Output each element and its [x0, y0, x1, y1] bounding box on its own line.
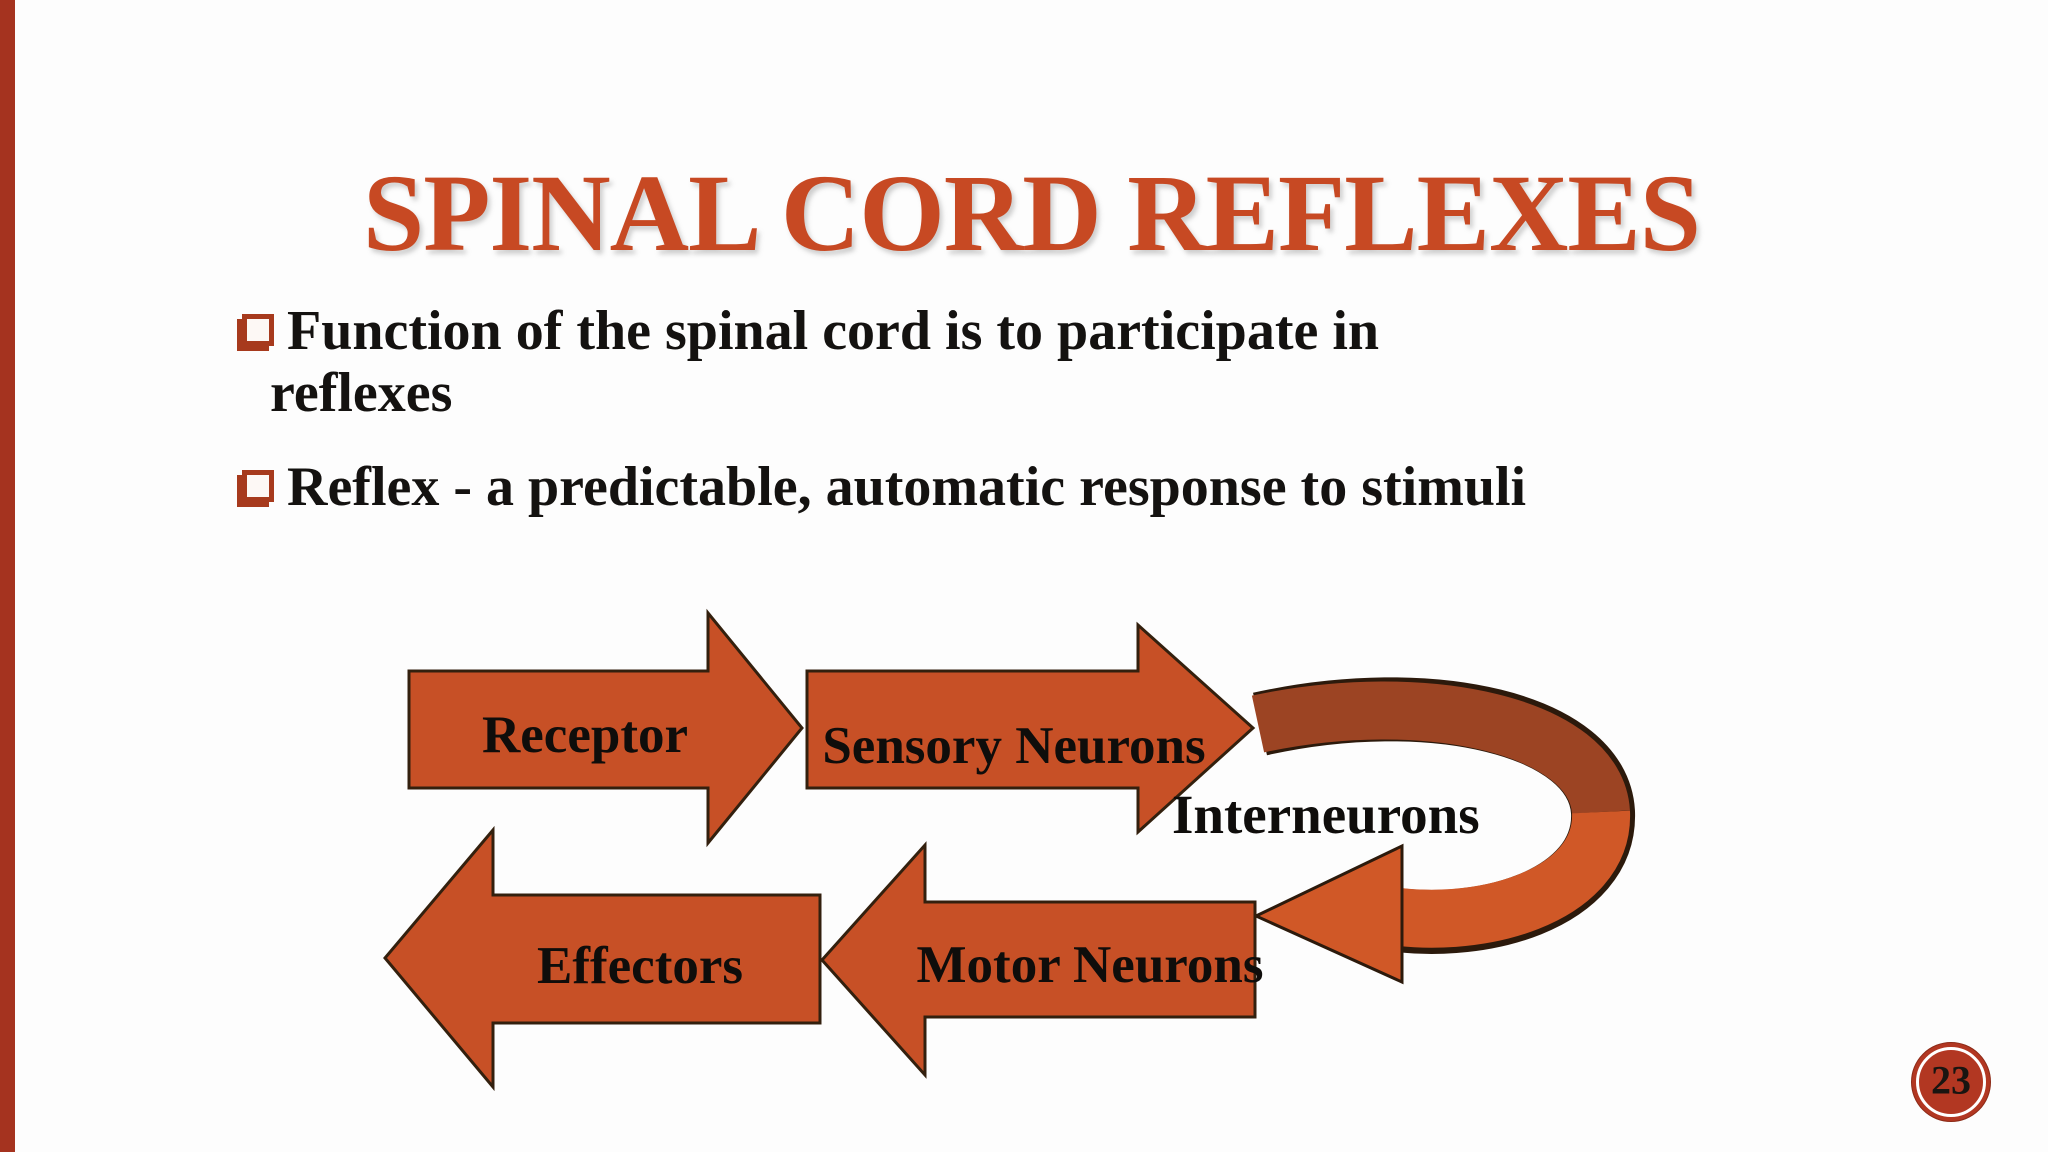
- page-number-badge: 23: [1911, 1042, 1991, 1122]
- motor-neurons-label: Motor Neurons: [917, 936, 1264, 994]
- sensory-neurons-arrow: [805, 621, 1256, 836]
- square-bullet-icon: [242, 470, 274, 502]
- bullet-item-reflex: Reflex - a predictable, automatic respon…: [240, 456, 1720, 518]
- bullet-text-line: reflexes: [270, 362, 453, 424]
- square-bullet-icon: [242, 314, 274, 346]
- bullet-text-line: Reflex - a predictable, automatic respon…: [287, 456, 1527, 518]
- receptor-arrow: [407, 608, 804, 848]
- sensory-neurons-label: Sensory Neurons: [822, 717, 1205, 775]
- motor-neurons-arrow: [819, 841, 1257, 1079]
- interneurons-loop-arrow: [1251, 677, 1635, 985]
- slide-title: SPINAL CORD REFLEXES: [363, 151, 1701, 274]
- interneurons-label: Interneurons: [1172, 784, 1480, 845]
- receptor-label: Receptor: [482, 706, 688, 764]
- left-accent-bar: [0, 0, 15, 1152]
- bullet-list: Function of the spinal cord is to partic…: [240, 300, 1720, 550]
- bullet-item-function: Function of the spinal cord is to partic…: [240, 300, 1720, 424]
- loop-arrowhead-icon: [1252, 843, 1404, 985]
- effectors-label: Effectors: [537, 937, 743, 995]
- page-number: 23: [1931, 1057, 1971, 1103]
- bullet-text-line: Function of the spinal cord is to partic…: [287, 300, 1380, 362]
- effectors-arrow: [383, 825, 822, 1092]
